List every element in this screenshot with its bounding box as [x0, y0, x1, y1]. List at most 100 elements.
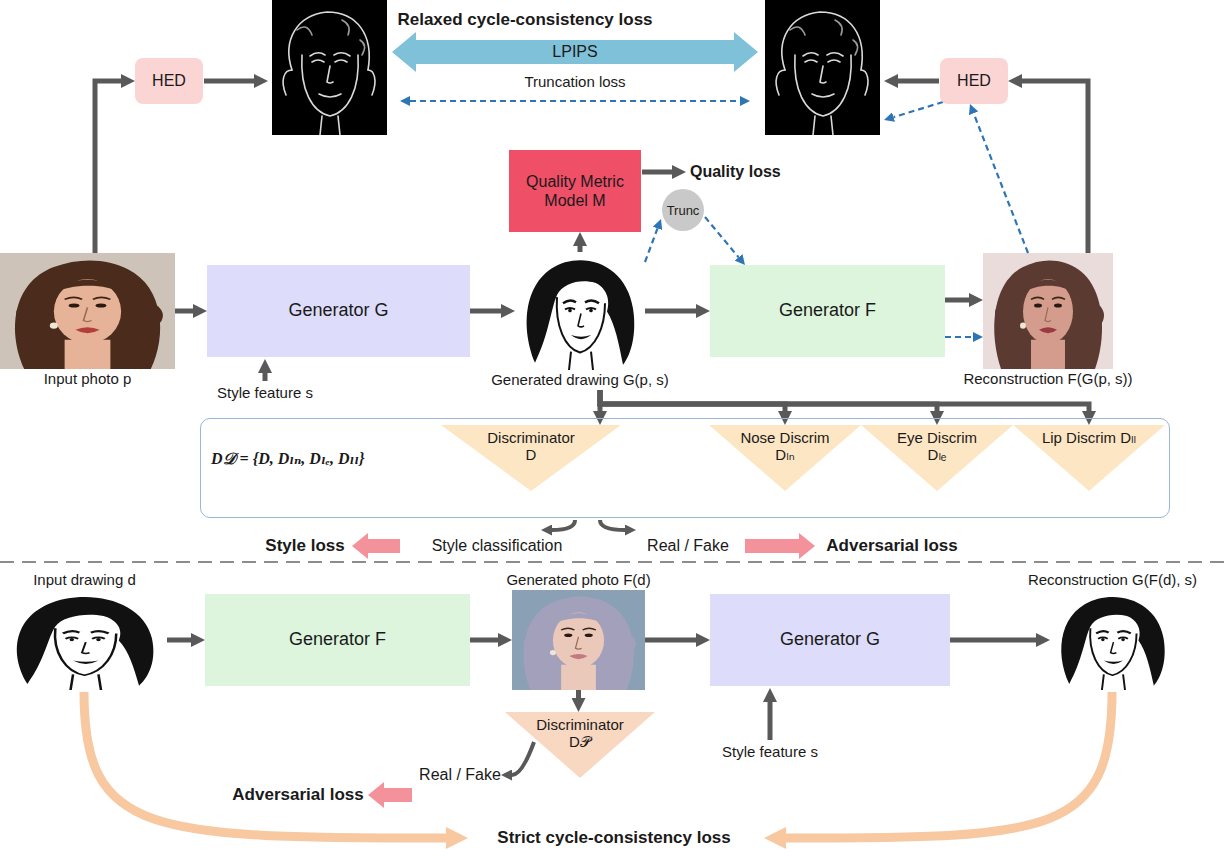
arrow-connector — [945, 336, 973, 338]
discriminator-group: D𝒟 = {D, Dₗₙ, Dₗₑ, Dₗₗ} Discriminator D No… — [200, 418, 1170, 518]
hed-box: HED — [135, 58, 203, 104]
image-caption: Reconstruction G(F(d), s) — [1028, 570, 1197, 590]
input-photo: Input photo p — [0, 253, 175, 389]
arrow-connector — [600, 390, 937, 411]
image-caption: Reconstruction F(G(p, s)) — [963, 369, 1132, 389]
node-text: Quality Metric Model M — [519, 172, 631, 210]
image-caption: Generated photo F(d) — [512, 570, 645, 590]
node-text: Discriminator D — [482, 429, 580, 463]
input-label: Style feature s — [217, 384, 313, 402]
cycle-arrow — [84, 692, 446, 838]
edge-map-image — [765, 0, 880, 135]
arrow-connector — [167, 638, 191, 643]
reconstruction-photo: Reconstruction F(G(p, s)) — [983, 253, 1113, 389]
generator-box: Generator F — [205, 594, 470, 686]
input-label: Style feature s — [722, 743, 818, 761]
image-area — [512, 590, 645, 690]
arrow-connector — [578, 246, 583, 252]
arrow-connector — [950, 638, 1036, 643]
generated-drawing: Generated drawing G(p, s) — [515, 252, 645, 390]
output-label: Style classification — [432, 536, 563, 555]
dashed-arrow — [410, 100, 740, 102]
loss-label: Truncation loss — [524, 73, 625, 91]
reconstruction-drawing: Reconstruction G(F(d), s) — [1050, 570, 1175, 690]
input-drawing: Input drawing d — [2, 570, 167, 690]
photo-image — [0, 253, 175, 369]
image-caption: Input photo p — [44, 369, 132, 389]
discriminator-triangle: Nose Discrim Dₗₙ — [709, 425, 861, 491]
discriminator-triangle: Eye Discrim Dₗₑ — [861, 425, 1013, 491]
photo-image — [512, 590, 645, 690]
node-text: Trunc — [667, 203, 700, 218]
arrow-connector — [470, 638, 498, 643]
generator-box: Generator F — [710, 265, 945, 357]
triangle-shape — [709, 425, 861, 491]
node-text: Generator G — [288, 300, 388, 322]
node-text: Eye Discrim Dₗₑ — [888, 429, 986, 463]
arrow-connector — [645, 228, 658, 262]
image-area — [983, 253, 1113, 369]
image-area — [515, 252, 645, 370]
block-arrow — [745, 533, 815, 559]
flow-arrow — [204, 79, 254, 84]
double-arrow — [392, 32, 758, 72]
group-text: D𝒟 = {D, Dₗₙ, Dₗₑ, Dₗₗ} — [211, 449, 364, 468]
circle-shape — [662, 189, 704, 231]
image-area — [0, 253, 175, 369]
image-caption: Reconstruction G(F(d), s) — [1050, 570, 1175, 590]
block-arrow — [352, 533, 400, 559]
arrow-connector — [705, 217, 739, 257]
output-label: Real / Fake — [419, 765, 501, 784]
image-caption: Reconstruction F(G(p, s)) — [983, 369, 1113, 389]
loss-heading: Strict cycle-consistency loss — [497, 828, 730, 848]
image-caption: Generated drawing G(p, s) — [491, 370, 669, 390]
node-text: Generator F — [289, 629, 386, 651]
output-label: Real / Fake — [647, 536, 729, 555]
arrow-connector — [974, 113, 1028, 253]
node-text: Generator F — [779, 300, 876, 322]
discriminator-triangle: Lip Discrim Dₗₗ — [1013, 425, 1165, 491]
image-caption: Generated photo F(d) — [506, 570, 650, 590]
curved-arrow — [512, 742, 534, 775]
loss-heading: Relaxed cycle-consistency loss — [397, 10, 652, 30]
arrow-connector — [600, 390, 785, 411]
metric-label: LPIPS — [552, 42, 597, 61]
triangle-shape — [441, 425, 621, 491]
image-caption: Input drawing d — [33, 570, 136, 590]
flow-arrow — [768, 702, 773, 740]
dashed-arrow — [894, 102, 943, 117]
triangle-shape — [861, 425, 1013, 491]
generated-photo: Generated photo F(d) — [512, 570, 645, 690]
image-area — [1050, 590, 1175, 690]
edge-map-image — [272, 0, 387, 135]
loss-label: Quality loss — [690, 162, 781, 181]
drawing-image — [515, 252, 645, 370]
trunc-circle: Trunc — [661, 188, 705, 232]
curved-arrow — [600, 520, 625, 530]
arrow-connector — [945, 298, 969, 303]
discriminator-triangle: Discriminator D — [441, 425, 621, 491]
image-caption: Generated drawing G(p, s) — [515, 370, 645, 390]
node-text: Nose Discrim Dₗₙ — [736, 429, 834, 463]
drawing-image — [2, 590, 167, 690]
image-caption: Input photo p — [0, 369, 175, 389]
triangle-shape — [505, 712, 655, 778]
drawing-image — [1050, 590, 1175, 690]
flow-arrow — [263, 373, 268, 381]
discriminator-triangle: Discriminator D𝒫 — [505, 712, 655, 778]
image-caption: Input drawing d — [2, 570, 167, 590]
curved-arrow — [552, 520, 575, 530]
loss-label: Adversarial loss — [826, 536, 957, 556]
flow-arrow — [898, 79, 939, 84]
image-area — [2, 590, 167, 690]
node-text: Generator G — [780, 629, 880, 651]
arrow-connector — [470, 309, 501, 314]
node-text: Lip Discrim Dₗₗ — [1040, 429, 1138, 446]
block-arrow — [368, 782, 412, 808]
quality-model-box: Quality Metric Model M — [509, 150, 641, 232]
node-text: HED — [152, 71, 186, 90]
flow-arrow — [642, 170, 672, 175]
cycle-arrow — [786, 692, 1112, 838]
generator-box: Generator G — [207, 265, 470, 357]
